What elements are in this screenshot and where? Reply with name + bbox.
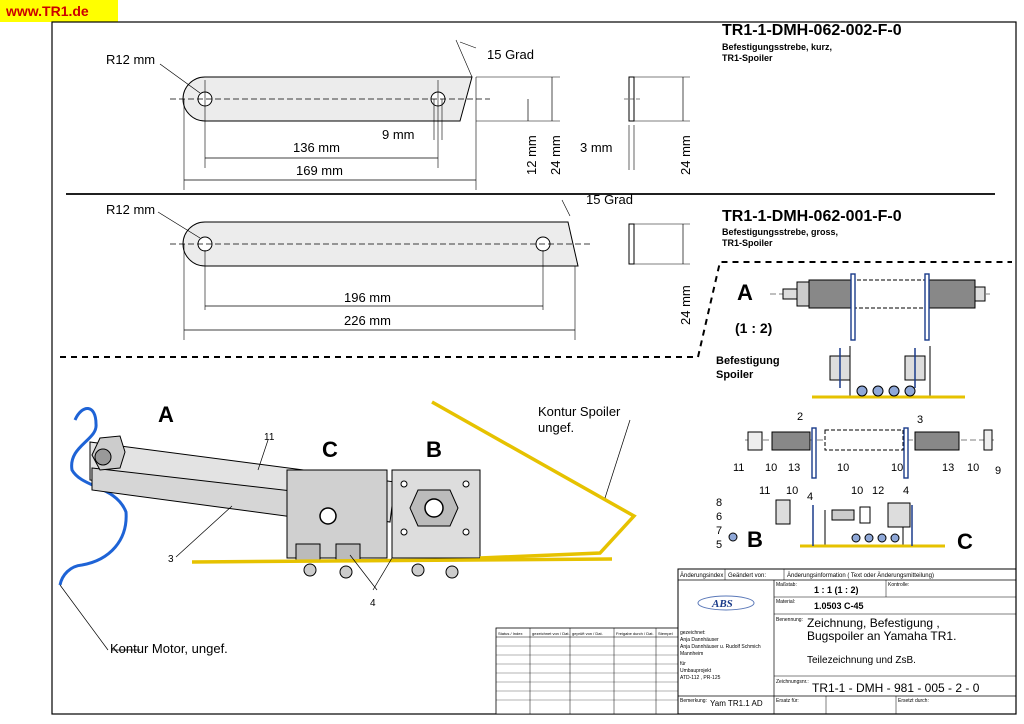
scale-label: Maßstab: <box>776 582 797 588</box>
kontur-motor: Kontur Motor, ungef. <box>110 641 228 656</box>
label-8: 8 <box>716 497 722 509</box>
assembly-view: A C B 11 3 4 Kontur Spoiler ungef. Kontu… <box>58 400 637 656</box>
status-head-2: geprüft von / Dat. <box>572 631 603 636</box>
abs-logo-text: ABS <box>711 598 733 610</box>
short-hole: 9 mm <box>382 127 415 142</box>
label-12: 12 <box>872 485 884 497</box>
kontur-spoiler-1: Kontur Spoiler <box>538 404 621 419</box>
label-4b: 4 <box>903 485 909 497</box>
short-strut: R12 mm 15 Grad 9 mm 136 mm 169 mm 12 mm … <box>106 22 902 190</box>
label-3: 3 <box>917 414 923 426</box>
name-2: Bugspoiler an Yamaha TR1. <box>807 629 956 643</box>
name-1: Zeichnung, Befestigung , <box>807 616 940 630</box>
label-10f: 10 <box>851 485 863 497</box>
detail-letter: A <box>737 280 753 305</box>
label-2: 2 <box>797 411 803 423</box>
material-value: 1.0503 C-45 <box>814 601 864 611</box>
long-part-number: TR1-1-DMH-062-001-F-0 <box>722 208 902 225</box>
drawn-label: gezeichnet: <box>680 630 706 636</box>
drawing-label: Zeichnungsnr.: <box>776 679 809 685</box>
name-3: Teilezeichnung und ZsB. <box>807 655 916 666</box>
replaced-label: Ersetzt durch: <box>898 698 929 704</box>
status-table: Status / Index gezeichnet von / Dat. gep… <box>495 627 761 715</box>
label-13b: 13 <box>942 462 954 474</box>
project-3: ATD-112 , PR-125 <box>680 675 721 681</box>
assembly-a: A <box>158 402 174 427</box>
detail-c: C <box>957 529 973 554</box>
long-total-length: 226 mm <box>344 313 391 328</box>
detail-boundary <box>60 261 1012 358</box>
site-label: www.TR1.de <box>5 3 89 19</box>
label-10b: 10 <box>837 462 849 474</box>
assembly-3: 3 <box>168 554 174 565</box>
assembly-b: B <box>426 437 442 462</box>
assembly-11: 11 <box>264 432 275 443</box>
label-11b: 11 <box>759 485 770 497</box>
short-radius: R12 mm <box>106 52 155 67</box>
status-head-4: Stempel <box>658 631 673 636</box>
detail-b: B <box>747 527 763 552</box>
short-desc-2: TR1-Spoiler <box>722 53 773 63</box>
short-inner-length: 136 mm <box>293 140 340 155</box>
drawing-number: TR1-1 - DMH - 981 - 005 - 2 - 0 <box>812 681 980 695</box>
long-side-height: 24 mm <box>678 285 693 325</box>
short-height: 24 mm <box>548 135 563 175</box>
drawn-1: Anja Dannhäuser <box>680 637 719 643</box>
assembly-c: C <box>322 437 338 462</box>
long-desc-1: Befestigungsstrebe, gross, <box>722 227 838 237</box>
long-angle: 15 Grad <box>586 192 633 207</box>
short-angle: 15 Grad <box>487 47 534 62</box>
short-total-length: 169 mm <box>296 163 343 178</box>
status-head-0: Status / Index <box>498 631 522 636</box>
label-10c: 10 <box>891 462 903 474</box>
title-info-head: Änderungsinformation ( Text oder Änderun… <box>787 572 934 579</box>
status-head-3: Freigabe durch / Dat. <box>616 631 654 636</box>
short-side-height: 24 mm <box>678 135 693 175</box>
label-11a: 11 <box>733 462 744 474</box>
long-desc-2: TR1-Spoiler <box>722 238 773 248</box>
check-label: Kontrolle: <box>888 582 909 588</box>
drawn-3: Mannheim <box>680 651 703 657</box>
detail-part-numbers: 2 3 11 10 13 10 10 13 10 9 8 6 7 5 11 10… <box>716 411 1001 551</box>
drawn-2: Anja Dannhäuser u. Rudolf Schmich <box>680 644 761 650</box>
short-half-height: 12 mm <box>524 135 539 175</box>
label-9: 9 <box>995 465 1001 477</box>
label-10a: 10 <box>765 462 777 474</box>
remark-label: Bemerkung: <box>680 698 707 704</box>
label-4a: 4 <box>807 491 813 503</box>
title-changed-head: Geändert von: <box>728 573 766 579</box>
short-thickness: 3 mm <box>580 140 613 155</box>
long-radius: R12 mm <box>106 202 155 217</box>
project-1: für <box>680 661 686 667</box>
kontur-spoiler-2: ungef. <box>538 420 574 435</box>
remark-value: Yam TR1.1 AD <box>710 699 763 708</box>
detail-caption-2: Spoiler <box>716 369 754 381</box>
long-inner-length: 196 mm <box>344 290 391 305</box>
site-label-background <box>0 0 118 22</box>
detail-caption-1: Befestigung <box>716 355 780 367</box>
title-block: Änderungsindex Geändert von: Änderungsin… <box>677 568 1017 715</box>
replace-label: Ersatz für: <box>776 698 799 704</box>
label-10d: 10 <box>967 462 979 474</box>
long-strut: R12 mm 15 Grad 196 mm 226 mm 24 mm TR1-1… <box>106 192 902 340</box>
label-5: 5 <box>716 539 722 551</box>
title-index-head: Änderungsindex <box>680 572 723 579</box>
assembly-4: 4 <box>370 598 376 609</box>
status-head-1: gezeichnet von / Dat. <box>532 631 570 636</box>
abs-logo-icon <box>697 595 755 611</box>
short-desc-1: Befestigungsstrebe, kurz, <box>722 42 832 52</box>
label-10e: 10 <box>786 485 798 497</box>
label-13a: 13 <box>788 462 800 474</box>
short-part-number: TR1-1-DMH-062-002-F-0 <box>722 22 902 39</box>
scale-value: 1 : 1 (1 : 2) <box>814 585 859 595</box>
name-label: Benennung: <box>776 617 803 623</box>
detail-scale: (1 : 2) <box>735 320 772 336</box>
material-label: Material: <box>776 599 795 605</box>
detail-a: A (1 : 2) Befestigung Spoiler <box>716 273 1001 554</box>
label-7: 7 <box>716 525 722 537</box>
label-6: 6 <box>716 511 722 523</box>
project-2: Umbauprojekt <box>680 668 712 674</box>
